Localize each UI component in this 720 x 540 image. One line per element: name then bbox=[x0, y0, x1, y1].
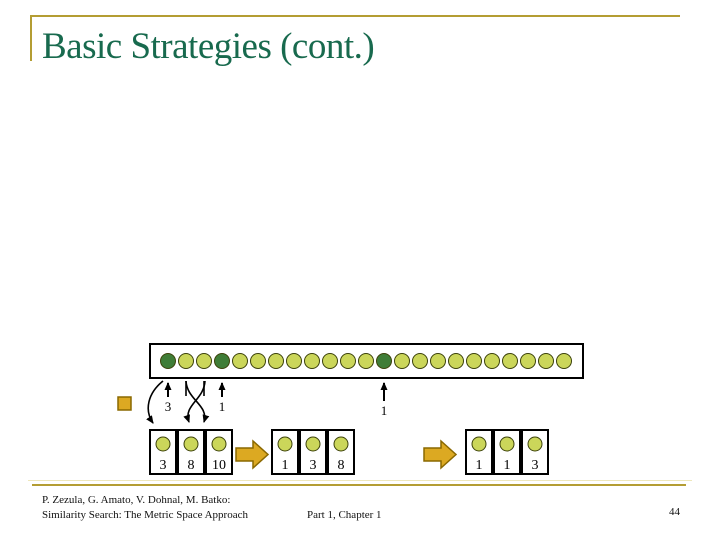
object-circle bbox=[232, 353, 248, 369]
bucket-value: 8 bbox=[338, 458, 345, 473]
bucket-object-circle bbox=[333, 436, 349, 452]
bucket-value: 10 bbox=[212, 458, 226, 473]
object-circle bbox=[286, 353, 302, 369]
bucket-value: 3 bbox=[160, 458, 167, 473]
object-circle bbox=[448, 353, 464, 369]
curved-arrows bbox=[146, 380, 210, 424]
bucket-value: 1 bbox=[504, 458, 511, 473]
object-circle bbox=[430, 353, 446, 369]
slide-page-number: 44 bbox=[669, 506, 680, 518]
bucket-object-circle bbox=[499, 436, 515, 452]
distance-label: 1 bbox=[381, 403, 388, 418]
object-circle bbox=[268, 353, 284, 369]
bucket-object-circle bbox=[471, 436, 487, 452]
object-circle bbox=[394, 353, 410, 369]
bucket-object-circle bbox=[155, 436, 171, 452]
matching-object-circle bbox=[214, 353, 230, 369]
bucket-value: 3 bbox=[532, 458, 539, 473]
object-circle bbox=[502, 353, 518, 369]
bucket: 3 8 10 bbox=[149, 429, 233, 475]
bucket-object-circle bbox=[211, 436, 227, 452]
object-circle bbox=[358, 353, 374, 369]
top-border-line bbox=[31, 15, 680, 17]
bucket: 1 3 8 bbox=[271, 429, 355, 475]
object-circle bbox=[304, 353, 320, 369]
curved-arrow-cross-right bbox=[185, 380, 210, 423]
curved-arrow-cross-left bbox=[183, 380, 206, 423]
curved-arrow-left bbox=[146, 380, 164, 424]
bucket-object-circle bbox=[183, 436, 199, 452]
result-buckets: 3 8 10 1 3 8 1 1 3 bbox=[149, 429, 549, 475]
pointer-arrows: 3 1 1 bbox=[164, 381, 388, 418]
merge-arrow-icon bbox=[423, 439, 458, 470]
object-circle bbox=[538, 353, 554, 369]
distance-label: 3 bbox=[165, 399, 172, 414]
object-circles bbox=[160, 353, 572, 369]
bucket-value: 1 bbox=[282, 458, 289, 473]
matching-object-circle bbox=[160, 353, 176, 369]
bucket-value: 3 bbox=[310, 458, 317, 473]
object-circle bbox=[250, 353, 266, 369]
merge-step-arrows bbox=[235, 439, 458, 470]
object-circle bbox=[556, 353, 572, 369]
merge-arrow-icon bbox=[235, 439, 270, 470]
matching-object-circle bbox=[376, 353, 392, 369]
title-left-accent-line bbox=[30, 15, 32, 61]
footer-divider-line bbox=[32, 484, 686, 486]
object-circle bbox=[322, 353, 338, 369]
object-circle bbox=[340, 353, 356, 369]
bucket-object-circle bbox=[277, 436, 293, 452]
bucket-object-circle bbox=[527, 436, 543, 452]
object-circle bbox=[412, 353, 428, 369]
footer-divider-highlight bbox=[28, 480, 692, 481]
distance-label: 1 bbox=[219, 399, 226, 414]
footer-authors: P. Zezula, G. Amato, V. Dohnal, M. Batko… bbox=[42, 494, 231, 506]
object-circle bbox=[466, 353, 482, 369]
object-circle bbox=[484, 353, 500, 369]
bucket-object-circle bbox=[305, 436, 321, 452]
object-circle bbox=[196, 353, 212, 369]
object-circle bbox=[520, 353, 536, 369]
object-circle bbox=[178, 353, 194, 369]
footer-book-title: Similarity Search: The Metric Space Appr… bbox=[42, 509, 248, 521]
bucket-value: 1 bbox=[476, 458, 483, 473]
footer-part-chapter: Part 1, Chapter 1 bbox=[307, 509, 382, 521]
slide-title: Basic Strategies (cont.) bbox=[42, 26, 375, 67]
bucket-value: 8 bbox=[188, 458, 195, 473]
bullet-square-icon bbox=[117, 396, 132, 411]
bucket: 1 1 3 bbox=[465, 429, 549, 475]
